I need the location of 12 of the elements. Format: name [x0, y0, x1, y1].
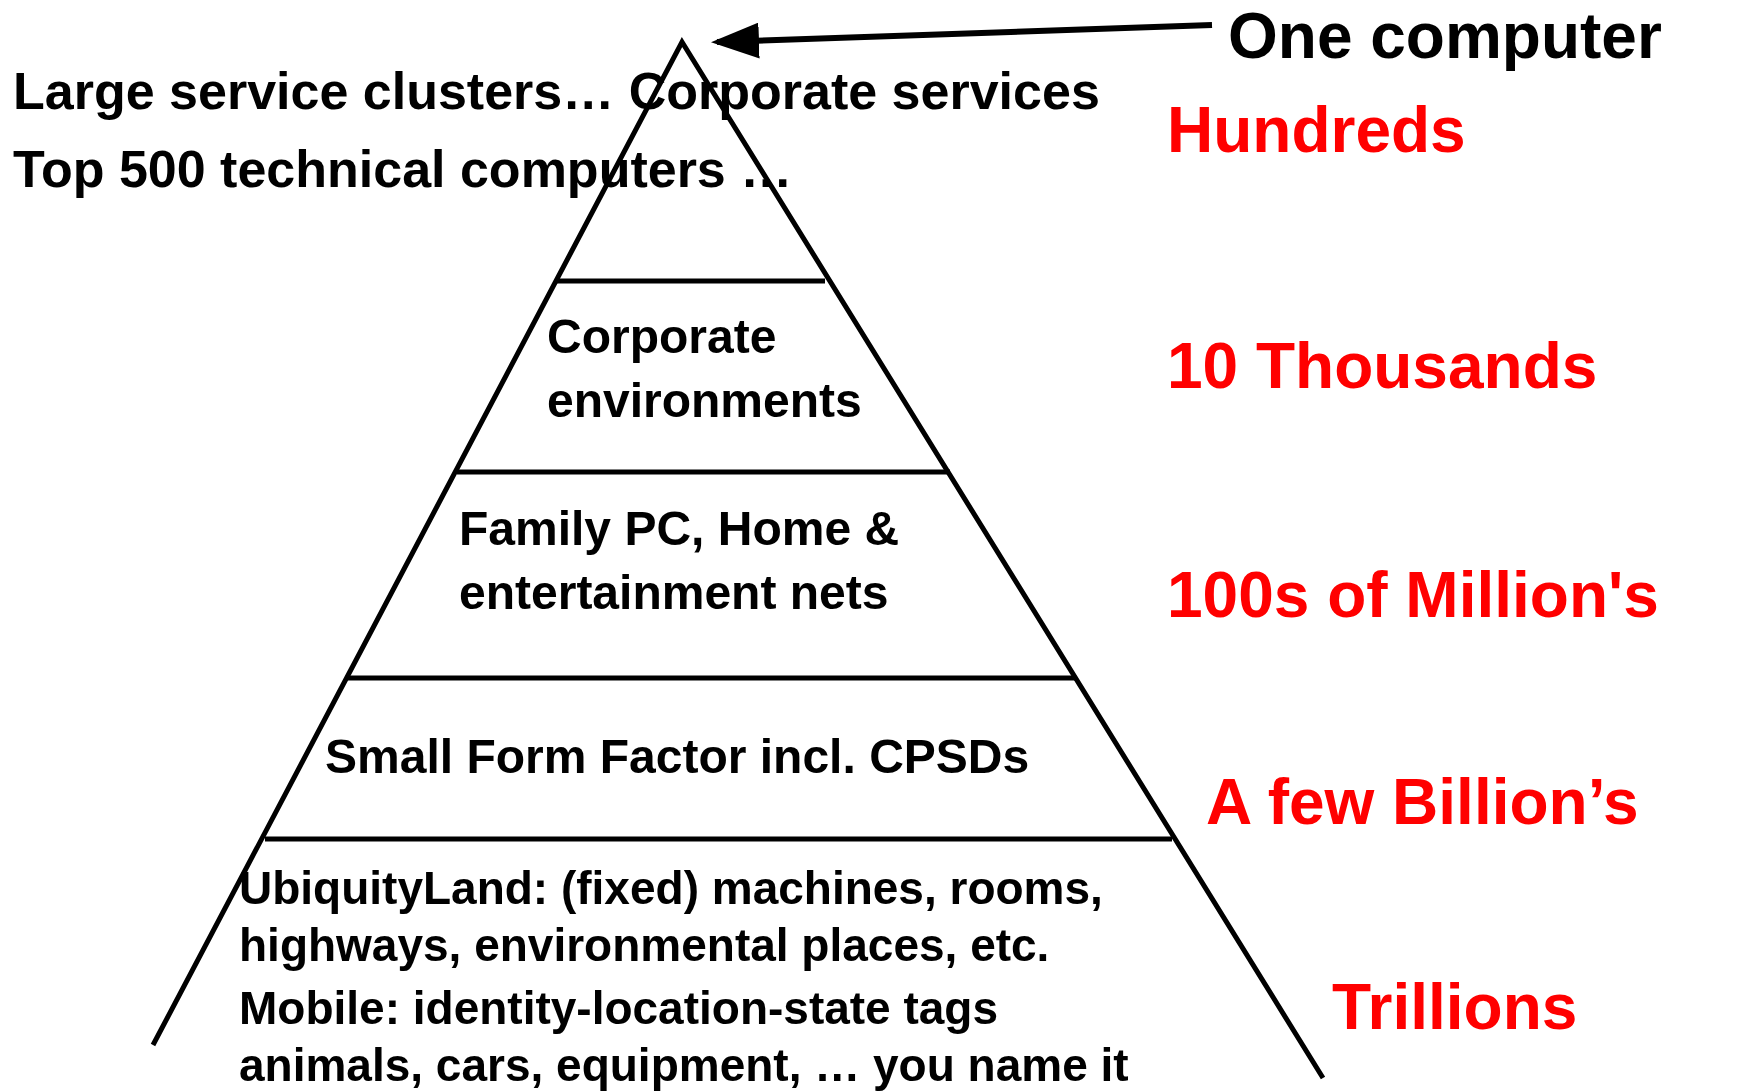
tier-text: Small Form Factor incl. CPSDs: [325, 729, 1031, 785]
tier-text: Mobile: identity-location-state tags animals, cars, equipment, … you name it: [239, 981, 1130, 1091]
count-label: A few Billion’s: [1206, 770, 1639, 834]
count-label: 10 Thousands: [1167, 334, 1598, 398]
tier-text: Corporate environments: [547, 309, 863, 429]
arrow: [711, 22, 1213, 59]
count-label: Hundreds: [1167, 98, 1466, 162]
count-label: Trillions: [1332, 975, 1578, 1039]
count-label: 100s of Million's: [1167, 563, 1659, 627]
tier-text: UbiquityLand: (fixed) machines, rooms, highways, environmental places, etc.: [239, 861, 1104, 973]
tier-text: Family PC, Home & entertainment nets: [459, 501, 901, 621]
tier-text: One computer: [1228, 0, 1663, 72]
